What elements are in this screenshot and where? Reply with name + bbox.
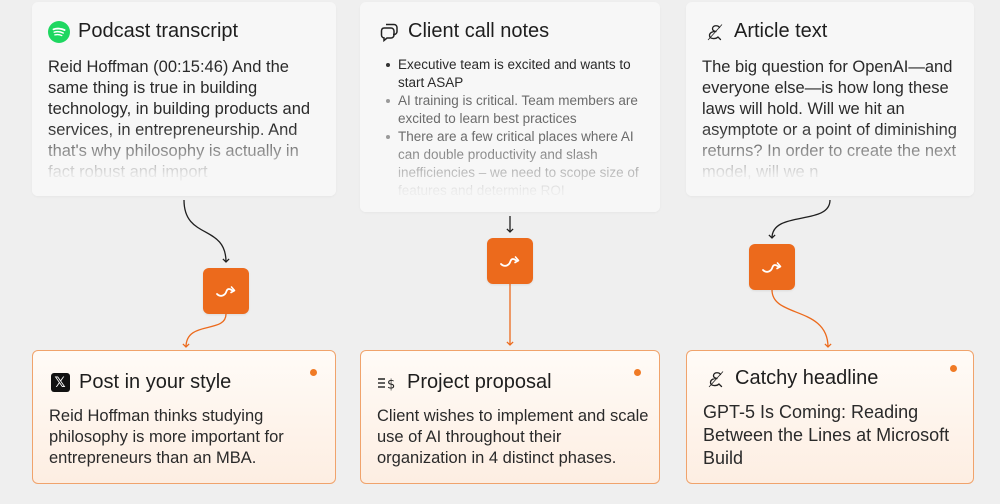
client-notes-list: Executive team is excited and wants to s… (384, 56, 648, 200)
arrow-article-to-node (768, 199, 831, 239)
proposal-output-text: Client wishes to implement and scale use… (377, 407, 649, 467)
headline-output-text: GPT-5 Is Coming: Reading Between the Lin… (703, 402, 950, 468)
squiggle-icon (216, 286, 236, 297)
project-proposal-card[interactable]: $ Project proposal Client wishes to impl… (360, 350, 660, 484)
svg-text:$: $ (387, 377, 395, 391)
card-title: Catchy headline (735, 367, 879, 389)
card-title: Client call notes (408, 20, 550, 42)
arrow-podcast-to-node (183, 199, 230, 263)
card-title: Article text (734, 20, 828, 42)
transform-node-article[interactable] (749, 244, 795, 290)
status-dot (310, 369, 317, 376)
article-body-text: The big question for OpenAI—and everyone… (702, 58, 957, 181)
script-e-icon (705, 368, 727, 390)
status-dot (634, 369, 641, 376)
squiggle-icon (762, 262, 782, 273)
x-icon: 𝕏 (49, 372, 71, 394)
podcast-transcript-text: Reid Hoffman (00:15:46) And the same thi… (48, 58, 311, 181)
list-item: AI training is critical. Team members ar… (384, 92, 648, 128)
card-title: Project proposal (407, 371, 552, 393)
article-text-card[interactable]: Article text The big question for OpenAI… (686, 2, 974, 196)
post-in-your-style-card[interactable]: 𝕏 Post in your style Reid Hoffman thinks… (32, 350, 336, 484)
arrow-node-to-post (182, 313, 227, 348)
card-title: Post in your style (79, 371, 232, 393)
card-title: Podcast transcript (78, 20, 239, 42)
script-e-icon (704, 21, 726, 43)
spotify-icon (48, 20, 70, 43)
podcast-transcript-card[interactable]: Podcast transcript Reid Hoffman (00:15:4… (32, 2, 336, 196)
status-dot (950, 365, 957, 372)
transform-node-podcast[interactable] (203, 268, 249, 314)
post-output-text: Reid Hoffman thinks studying philosophy … (49, 407, 284, 467)
client-call-notes-card[interactable]: Client call notes Executive team is exci… (360, 2, 660, 212)
chat-bubbles-icon (378, 21, 400, 43)
list-item: Executive team is excited and wants to s… (384, 56, 648, 92)
list-item: There are a few critical places where AI… (384, 128, 648, 200)
squiggle-icon (500, 256, 520, 267)
catchy-headline-card[interactable]: Catchy headline GPT-5 Is Coming: Reading… (686, 350, 974, 484)
arrow-node-to-headline (771, 289, 832, 348)
transform-node-client[interactable] (487, 238, 533, 284)
list-dollar-icon: $ (377, 372, 399, 394)
